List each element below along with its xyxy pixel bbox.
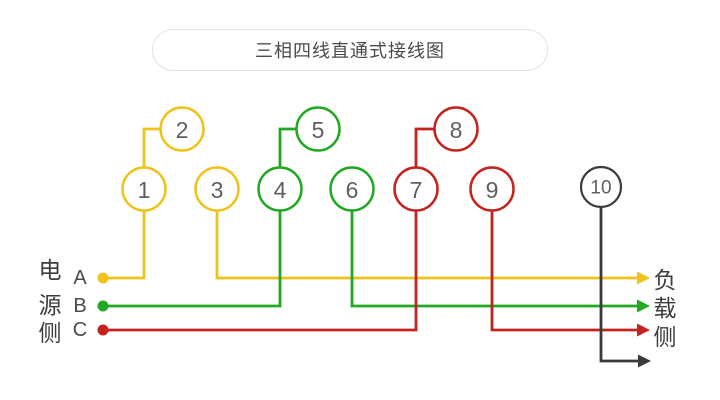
source-side-char-1: 电	[39, 257, 62, 283]
phase-b-source-dot	[97, 300, 109, 312]
phase-c-jumper-wire	[414, 127, 435, 168]
terminal-2	[159, 106, 205, 152]
neutral-load-arrowhead-icon	[638, 354, 651, 368]
terminal-2-number: 2	[176, 117, 189, 143]
source-side-char-3: 侧	[39, 320, 62, 346]
terminal-9	[469, 166, 515, 212]
load-side-char-3: 侧	[654, 324, 677, 350]
terminal-7-number: 7	[410, 177, 423, 203]
load-side-char-1: 负	[654, 267, 677, 293]
terminal-6-number: 6	[346, 177, 359, 203]
terminal-4-number: 4	[274, 177, 287, 203]
phase-c-label: C	[73, 319, 87, 341]
phase-a-label: A	[73, 267, 87, 289]
source-side-char-2: 源	[39, 292, 62, 318]
terminal-1	[121, 166, 167, 212]
diagram-title-pill: 三相四线直通式接线图	[152, 29, 548, 71]
terminal-6	[329, 166, 375, 212]
terminal-5	[295, 106, 341, 152]
terminal-8	[433, 106, 479, 152]
phase-c-source-wire	[103, 210, 418, 332]
terminal-7	[393, 166, 439, 212]
phase-c-source-dot	[97, 324, 109, 336]
terminal-5-number: 5	[312, 117, 325, 143]
phase-b-jumper-wire	[278, 127, 297, 168]
terminal-8-number: 8	[450, 117, 463, 143]
phase-c-load-wire	[490, 210, 637, 332]
terminal-10	[579, 165, 623, 209]
terminal-3-number: 3	[211, 177, 224, 203]
terminal-1-number: 1	[138, 177, 151, 203]
phase-b-load-arrowhead-icon	[637, 299, 650, 313]
phase-a-load-wire	[215, 210, 637, 280]
phase-c-load-arrowhead-icon	[637, 323, 650, 337]
phase-b-load-wire	[350, 210, 637, 308]
phase-a-load-arrowhead-icon	[637, 271, 650, 285]
phase-a-source-dot	[97, 272, 109, 284]
phase-a-source-wire	[103, 210, 146, 280]
phase-b-source-wire	[103, 210, 282, 308]
phase-b-label: B	[73, 295, 86, 317]
terminal-9-number: 9	[486, 177, 499, 203]
load-side-char-2: 载	[654, 295, 677, 321]
terminal-4	[257, 166, 303, 212]
diagram-title: 三相四线直通式接线图	[255, 41, 445, 61]
phase-a-jumper-wire	[142, 127, 161, 168]
neutral-load-wire	[599, 207, 638, 363]
terminal-3	[194, 166, 240, 212]
terminal-10-number: 10	[590, 178, 611, 199]
